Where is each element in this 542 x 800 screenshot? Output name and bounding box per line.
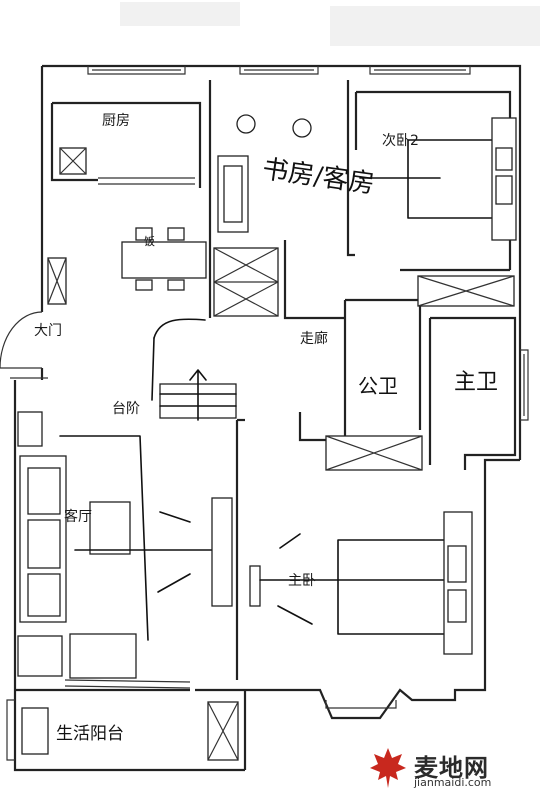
- balcony-label: 生活阳台: [56, 724, 124, 744]
- living-room-furniture: [17, 411, 233, 679]
- study-furniture: [213, 114, 312, 317]
- corridor-label: 走廊: [300, 331, 328, 347]
- windows: [6, 66, 529, 761]
- watermark-url: jianmaidi.com: [414, 776, 492, 789]
- shoe-cabinet: [47, 257, 67, 305]
- steps-label: 台阶: [112, 401, 140, 417]
- watermark: 麦地网 jianmaidi.com: [368, 746, 528, 792]
- maple-leaf-logo-icon: [370, 748, 406, 788]
- main-entrance-label: 大门: [34, 323, 62, 339]
- kitchen-fixtures: [59, 147, 87, 175]
- entrance-steps: [151, 318, 237, 421]
- living-room-label: 客厅: [64, 509, 92, 525]
- second-bedroom-furniture: [359, 117, 517, 307]
- kitchen-label: 厨房: [102, 113, 130, 129]
- main-door-swing: [0, 311, 43, 369]
- interior-walls: [15, 80, 517, 692]
- public-bath-fixtures: [325, 435, 423, 471]
- dining-hint-label: 饭: [144, 235, 155, 248]
- watermark-brand: 麦地网: [414, 754, 489, 782]
- scan-smudge: [120, 2, 540, 46]
- master-bedroom-label: 主卧: [288, 573, 316, 589]
- dining-table: [121, 227, 207, 291]
- balcony-fixtures: [21, 701, 239, 761]
- second-bedroom-label: 次卧2: [382, 133, 419, 149]
- outer-walls: [10, 64, 522, 772]
- public-bath-label: 公卫: [358, 374, 398, 398]
- master-bedroom-furniture: [249, 511, 473, 655]
- master-bath-label: 主卫: [454, 370, 499, 395]
